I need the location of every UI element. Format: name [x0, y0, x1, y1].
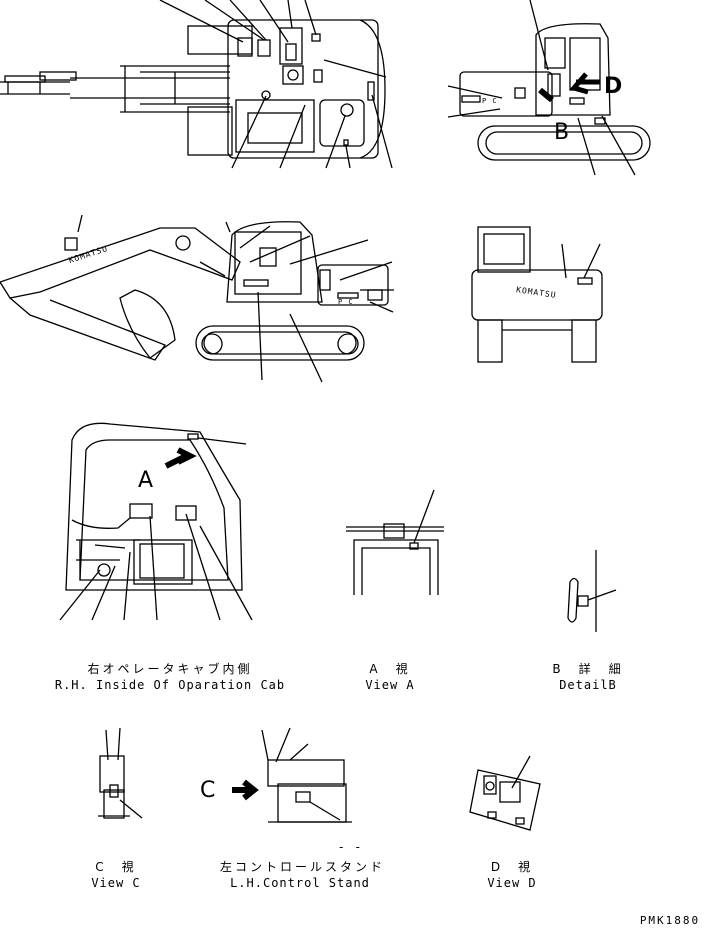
view-a-caption-en: View A: [365, 678, 415, 692]
drawing-code: PMK1880: [639, 914, 701, 927]
pc-mark-1: P C: [482, 97, 498, 105]
view-c-caption-en: View C: [91, 876, 141, 890]
view-d-callout: D: [604, 74, 623, 99]
detail-b-caption-en: DetailB: [559, 678, 617, 692]
control-stand-caption-en: L.H.Control Stand: [230, 876, 370, 890]
view-c-detail: [98, 727, 143, 819]
view-c-caption-jp: C 視: [95, 860, 137, 874]
cab-inside-caption-jp: 右オペレータキャブ内側: [87, 662, 253, 676]
side-view-main: [0, 214, 394, 383]
view-c-callout: C: [200, 778, 216, 803]
view-a-callout: A: [138, 468, 154, 493]
top-view-machine: [0, 0, 393, 169]
cab-interior-view: [59, 422, 253, 621]
view-d-caption-jp: D 視: [490, 860, 534, 874]
detail-b-caption-jp: B 詳 細: [552, 662, 624, 676]
dash-mark: - -: [337, 840, 363, 854]
side-view-right: [447, 0, 651, 176]
view-d-caption-en: View D: [487, 876, 537, 890]
view-d-detail: [469, 755, 541, 831]
rear-view: [471, 226, 603, 363]
cab-inside-caption-en: R.H. Inside Of Oparation Cab: [54, 678, 286, 692]
view-a-caption-jp: A 視: [369, 662, 411, 676]
control-stand-caption-jp: 左コントロールスタンド: [220, 860, 386, 874]
pc-mark-2: P C: [338, 298, 354, 306]
control-stand-view: [232, 727, 352, 823]
detail-b-view: [567, 550, 617, 632]
view-a-detail: [346, 489, 444, 595]
detail-b-callout: B: [554, 120, 570, 145]
